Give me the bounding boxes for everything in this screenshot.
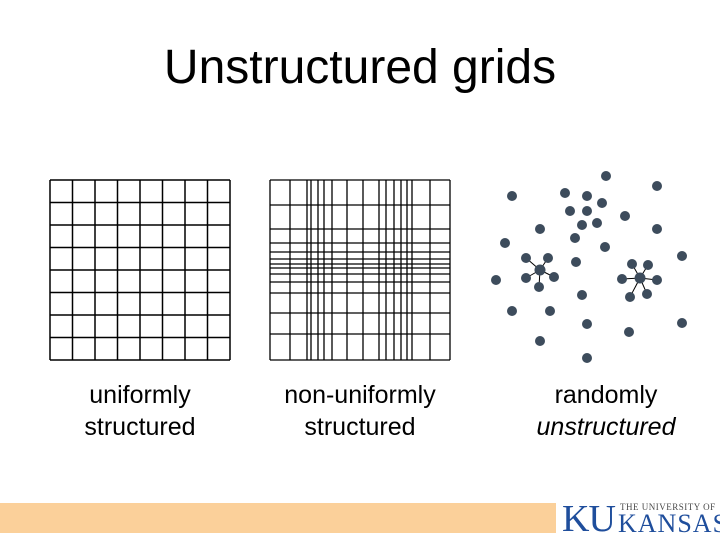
node-point <box>521 273 531 283</box>
node-point <box>582 319 592 329</box>
node-point <box>507 306 517 316</box>
node-point <box>582 206 592 216</box>
node-point <box>597 198 607 208</box>
node-point <box>549 272 559 282</box>
node-point <box>535 224 545 234</box>
label-non-uniform: non-uniformly structured <box>250 379 470 443</box>
node-point <box>642 289 652 299</box>
slide-title: Unstructured grids <box>163 41 557 94</box>
node-point <box>643 260 653 270</box>
logo-small-text: THE UNIVERSITY OF <box>620 502 716 512</box>
label-random: randomly unstructured <box>496 379 716 443</box>
node-point <box>601 171 611 181</box>
node-point <box>582 191 592 201</box>
label-non-uniform-line1: non-uniformly <box>284 381 436 409</box>
label-uniform-line1: uniformly <box>89 381 191 409</box>
node-point <box>500 238 510 248</box>
node-point <box>565 206 575 216</box>
cluster-center-node <box>534 264 546 276</box>
node-point <box>535 336 545 346</box>
label-random-line2: unstructured <box>536 413 676 441</box>
label-random-line1: randomly <box>554 381 658 409</box>
node-point <box>560 188 570 198</box>
university-logo: KU THE UNIVERSITY OF KANSAS <box>562 500 720 538</box>
footer-bar <box>0 503 556 533</box>
logo-monogram: KU <box>562 498 616 540</box>
node-point <box>625 292 635 302</box>
label-non-uniform-line2: structured <box>304 413 416 441</box>
cluster-center-node <box>634 272 646 284</box>
logo-big-text: KANSAS <box>618 509 720 538</box>
node-point <box>570 233 580 243</box>
node-point <box>507 191 517 201</box>
node-point <box>652 224 662 234</box>
node-point <box>521 253 531 263</box>
node-point <box>627 259 637 269</box>
node-point <box>677 251 687 261</box>
node-point <box>652 275 662 285</box>
node-point <box>534 282 544 292</box>
node-point <box>592 218 602 228</box>
random-point-cloud <box>491 171 687 363</box>
node-point <box>577 220 587 230</box>
node-point <box>677 318 687 328</box>
node-point <box>571 257 581 267</box>
node-point <box>620 211 630 221</box>
uniform-grid <box>49 179 231 361</box>
non-uniform-grid <box>269 179 451 361</box>
node-point <box>617 274 627 284</box>
label-uniform-line2: structured <box>84 413 196 441</box>
node-point <box>652 181 662 191</box>
label-uniform: uniformly structured <box>30 379 250 443</box>
node-point <box>543 253 553 263</box>
node-point <box>600 242 610 252</box>
node-point <box>491 275 501 285</box>
node-point <box>624 327 634 337</box>
node-point <box>545 306 555 316</box>
node-point <box>577 290 587 300</box>
node-point <box>582 353 592 363</box>
